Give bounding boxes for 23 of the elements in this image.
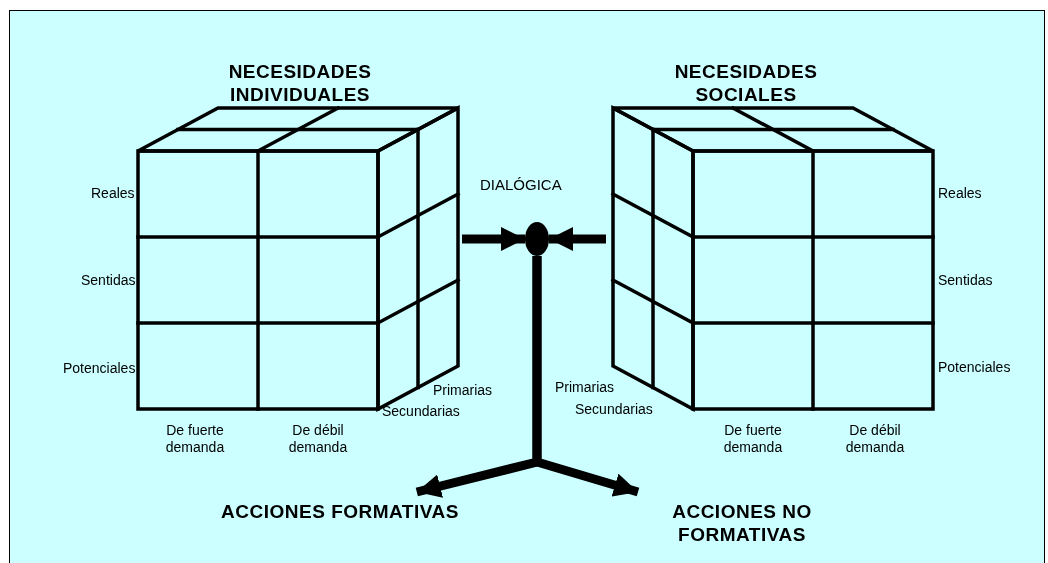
heading: NECESIDADES SOCIALES xyxy=(673,60,819,106)
axis-label: Primarias xyxy=(433,382,493,399)
axis-label: Primarias xyxy=(555,379,615,396)
axis-label: Reales xyxy=(938,185,982,202)
heading: NECESIDADES INDIVIDUALES xyxy=(227,60,373,106)
arrow xyxy=(532,256,640,497)
axis-label: Potenciales xyxy=(938,359,1011,376)
arrow xyxy=(462,227,525,251)
axis-label: De fuerte demanda xyxy=(722,422,784,456)
axis-label: De débil demanda xyxy=(287,422,349,456)
axis-label: Potenciales xyxy=(63,360,136,377)
heading: ACCIONES NO FORMATIVAS xyxy=(671,500,813,546)
axis-label: Reales xyxy=(91,185,135,202)
axis-label: De débil demanda xyxy=(844,422,906,456)
axis-label: Secundarias xyxy=(575,401,653,418)
axis-label: Sentidas xyxy=(938,272,993,289)
junction-dot xyxy=(525,222,549,256)
axis-label: Sentidas xyxy=(81,272,136,289)
axis-label: Secundarias xyxy=(382,403,460,420)
node-caption: DIALÓGICA xyxy=(480,176,562,193)
heading: ACCIONES FORMATIVAS xyxy=(220,500,460,523)
axis-label: De fuerte demanda xyxy=(164,422,226,456)
arrow xyxy=(549,227,606,251)
